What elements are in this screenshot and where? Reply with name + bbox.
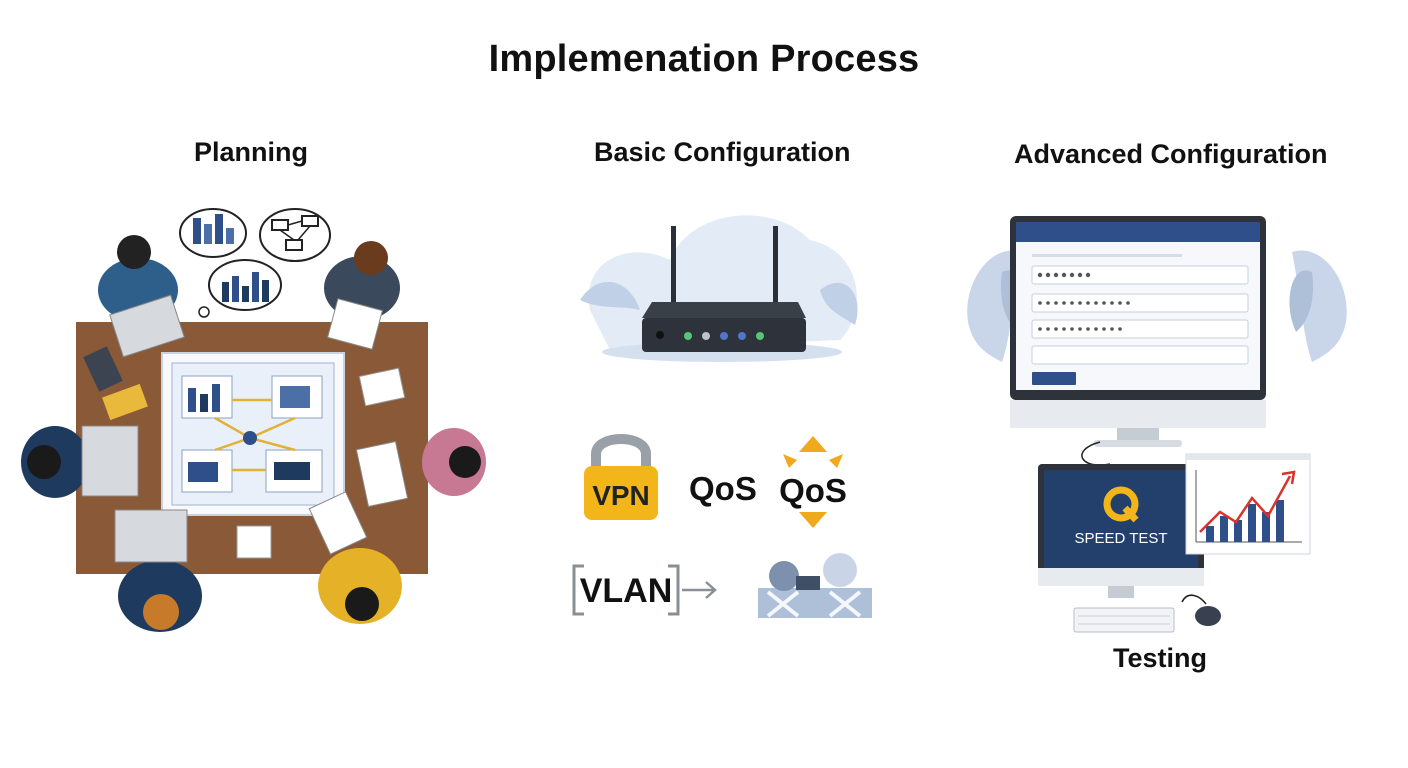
thought-bubble-chart-icon (179, 208, 247, 258)
person-right-papers (355, 428, 486, 508)
vlan-icon: VLAN (572, 564, 717, 616)
stage-label-basic-configuration: Basic Configuration (594, 137, 851, 167)
person-top-left-laptop (98, 235, 185, 358)
planning-meeting-illustration (21, 208, 486, 632)
paper-sheet (358, 367, 406, 407)
thought-bubble-bar-icon (198, 259, 282, 318)
paper-sheet (236, 525, 272, 559)
router-antenna (671, 226, 676, 304)
submit-button[interactable] (1032, 372, 1076, 385)
admin-header-bar (1016, 222, 1260, 242)
thought-bubble-network-icon (259, 208, 331, 262)
stage-label-planning: Planning (194, 137, 308, 167)
tablet (83, 346, 123, 392)
person-left-laptop (21, 425, 139, 498)
qos-arrows-icon: QoS (779, 436, 847, 528)
admin-monitor-illustration (967, 216, 1347, 447)
page-title: Implemenation Process (488, 38, 920, 80)
qos-arrows-label: QoS (779, 472, 847, 509)
notepad (102, 383, 148, 421)
router-illustration (580, 215, 858, 362)
stage-label-advanced-configuration: Advanced Configuration (1014, 139, 1328, 169)
router-antenna (773, 226, 778, 304)
router-led (684, 332, 692, 340)
person-top-right-reading (324, 241, 400, 350)
router-led (756, 332, 764, 340)
vpn-label: VPN (592, 480, 650, 511)
person-bottom-left-laptop (114, 509, 202, 632)
config-field[interactable] (1031, 293, 1249, 313)
trend-line (1199, 475, 1292, 533)
computer-mouse (1195, 606, 1221, 626)
qos-label: QoS (689, 470, 757, 507)
password-field[interactable] (1031, 265, 1249, 285)
vpn-lock-icon: VPN (584, 434, 658, 520)
person-bottom-right-clipboard (308, 491, 402, 624)
blueprint-document (161, 352, 345, 516)
network-switch-icon (758, 553, 872, 618)
config-field[interactable] (1031, 345, 1249, 365)
speed-test-illustration: SPEED TEST (1038, 441, 1311, 633)
router-led (720, 332, 728, 340)
vlan-label: VLAN (580, 572, 673, 610)
stage-label-testing: Testing (1113, 643, 1207, 673)
speed-test-label: SPEED TEST (1074, 530, 1167, 547)
keyboard (1073, 607, 1175, 633)
config-field[interactable] (1031, 319, 1249, 339)
router-led (738, 332, 746, 340)
router-led (702, 332, 710, 340)
